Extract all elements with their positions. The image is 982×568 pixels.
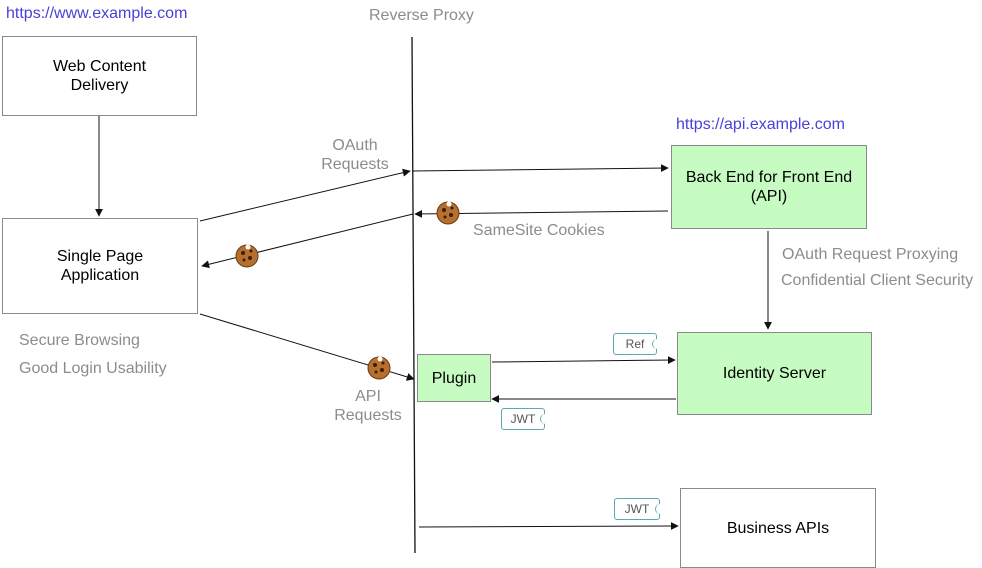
samesite-cookies-label: SameSite Cookies — [473, 222, 605, 239]
cookie-icon — [367, 356, 391, 380]
reverse-proxy-line — [411, 36, 416, 554]
arrow-plugin-to-identity — [491, 356, 676, 365]
ref-token-icon: Ref — [613, 333, 661, 355]
web-content-delivery-box: Web Content Delivery — [2, 36, 197, 116]
jwt-token-icon: JWT — [501, 408, 549, 430]
web-content-delivery-label: Web Content Delivery — [52, 58, 147, 94]
api-requests-label: API Requests — [334, 388, 402, 424]
oauth-requests-label: OAuth Requests — [321, 137, 389, 173]
plugin-label: Plugin — [431, 369, 477, 387]
business-apis-label: Business APIs — [726, 519, 830, 537]
cookie-icon — [235, 244, 259, 268]
business-apis-box: Business APIs — [680, 488, 876, 568]
reverse-proxy-header: Reverse Proxy — [369, 7, 474, 24]
secure-browsing-label: Secure Browsing — [19, 332, 140, 349]
good-login-usability-label: Good Login Usability — [19, 360, 167, 377]
identity-server-label: Identity Server — [722, 365, 827, 382]
cookie-icon — [436, 201, 460, 225]
arrow-proxy-to-spa — [201, 213, 414, 269]
identity-server-box: Identity Server — [677, 332, 872, 415]
plugin-box: Plugin — [417, 354, 491, 402]
arrow-proxy-to-business — [418, 522, 679, 531]
jwt-token-icon: JWT — [614, 498, 664, 520]
www-url: https://www.example.com — [6, 5, 188, 22]
jwt-token-label: JWT — [624, 502, 650, 516]
oauth-request-proxying-label: OAuth Request Proxying — [782, 246, 959, 263]
arrow-spa-to-proxy-oauth — [199, 168, 411, 222]
single-page-application-box: Single Page Application — [2, 218, 198, 314]
api-url: https://api.example.com — [676, 116, 845, 133]
confidential-client-security-label: Confidential Client Security — [781, 272, 974, 289]
single-page-application-label: Single Page Application — [56, 248, 144, 284]
jwt-token-label: JWT — [510, 412, 536, 426]
bff-api-box: Back End for Front End (API) — [671, 145, 867, 229]
bff-api-label: Back End for Front End (API) — [685, 169, 853, 205]
ref-token-label: Ref — [625, 337, 645, 351]
arrow-proxy-to-bff — [411, 164, 669, 173]
